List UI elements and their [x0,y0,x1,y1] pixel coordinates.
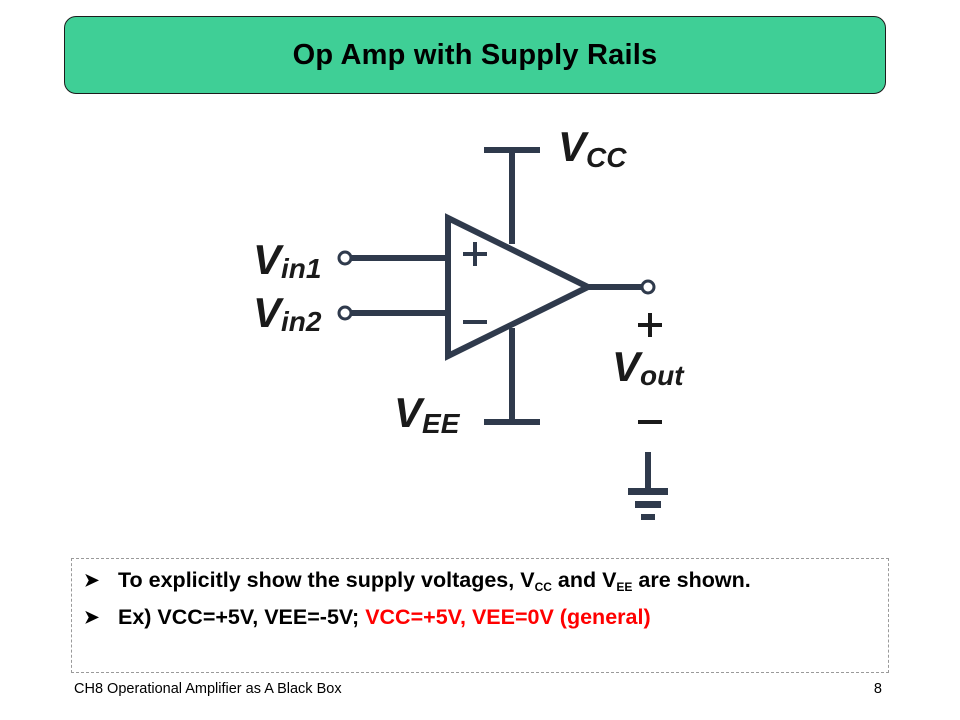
vin1-label: Vin1 [253,236,321,284]
vin2-label: Vin2 [253,289,322,337]
op-amp-triangle [445,213,595,361]
bullet-item-example: ➤ Ex) VCC=+5V, VEE=-5V; VCC=+5V, VEE=0V … [84,604,878,631]
page-number: 8 [873,681,882,697]
vcc-label: VCC [558,123,627,173]
vout-terminal [640,279,656,295]
ground-icon [628,488,668,520]
vin2-terminal [337,305,353,321]
bullet-list: ➤ To explicitly show the supply voltages… [71,558,889,673]
title-banner: Op Amp with Supply Rails [64,16,886,94]
arrow-bullet-icon: ➤ [84,607,100,627]
slide-title: Op Amp with Supply Rails [292,38,658,71]
vin1-terminal [337,250,353,266]
vee-label: VEE [394,389,461,439]
bullet-text: Ex) VCC=+5V, VEE=-5V; VCC=+5V, VEE=0V (g… [118,605,651,629]
bullet-item-supply-voltages: ➤ To explicitly show the supply voltages… [84,567,878,594]
bullet-text: To explicitly show the supply voltages, … [118,568,751,594]
op-amp-diagram: VCC VEE Vin1 Vin2 Vout [253,123,685,520]
arrow-bullet-icon: ➤ [84,570,100,590]
footer: CH8 Operational Amplifier as A Black Box… [74,681,882,697]
footer-title: CH8 Operational Amplifier as A Black Box [74,681,342,697]
highlighted-example: VCC=+5V, VEE=0V (general) [365,605,651,629]
vout-label: Vout [612,343,685,391]
